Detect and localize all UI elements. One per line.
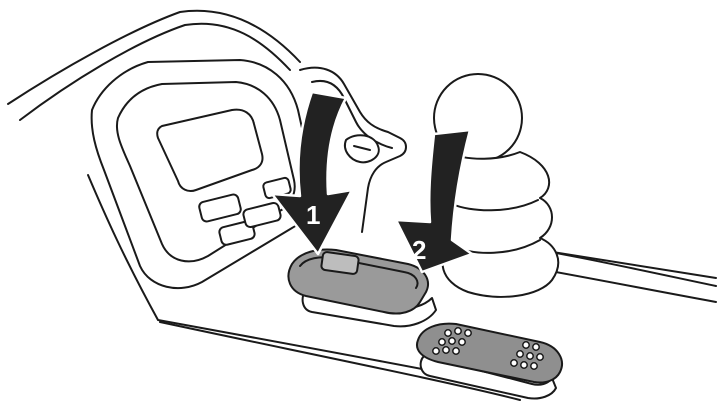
pedal-button-indicator — [321, 252, 359, 275]
step-1-label: 1 — [306, 200, 320, 230]
step-2-label: 2 — [412, 235, 426, 265]
